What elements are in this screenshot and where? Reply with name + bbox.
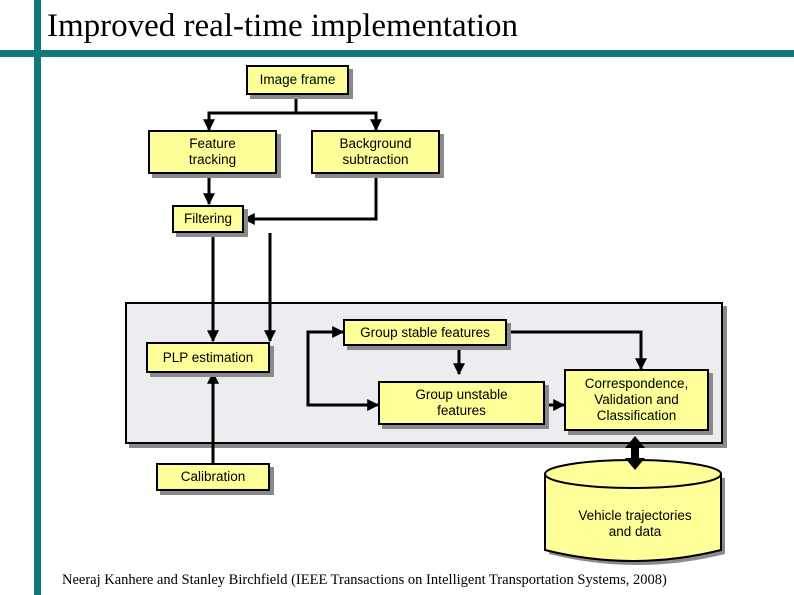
node-group-stable-features: Group stable features bbox=[343, 319, 507, 346]
node-background-subtraction: Background subtraction bbox=[311, 130, 440, 174]
node-correspondence: Correspondence, Validation and Classific… bbox=[564, 369, 709, 431]
node-calibration: Calibration bbox=[156, 463, 270, 491]
edge-frame-to-feature bbox=[203, 95, 298, 132]
node-feature-tracking: Feature tracking bbox=[148, 130, 277, 174]
node-filtering: Filtering bbox=[172, 205, 244, 233]
edge-background-to-filtering bbox=[242, 174, 378, 225]
node-plp-estimation: PLP estimation bbox=[146, 342, 270, 373]
accent-bar-horizontal bbox=[0, 50, 794, 57]
node-vehicle-trajectories: Vehicle trajectories and data bbox=[578, 508, 692, 539]
node-group-unstable-features: Group unstable features bbox=[378, 381, 545, 425]
node-image-frame: Image frame bbox=[246, 65, 349, 95]
edge-frame-to-background bbox=[296, 111, 382, 132]
slide-footer-citation: Neeraj Kanhere and Stanley Birchfield (I… bbox=[62, 572, 667, 588]
edge-plp-to-unstable bbox=[306, 357, 380, 411]
slide-title: Improved real-time implementation bbox=[47, 8, 519, 44]
edge-plp-to-stable bbox=[306, 326, 345, 357]
edge-correspondence-data bbox=[625, 436, 645, 470]
accent-bar-vertical bbox=[34, 0, 41, 595]
edge-stable-to-correspondence bbox=[507, 330, 647, 371]
